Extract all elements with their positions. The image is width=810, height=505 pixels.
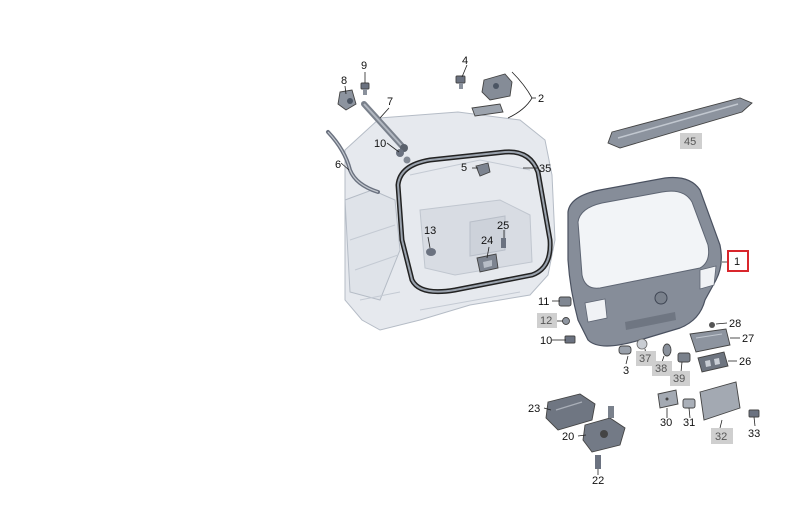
callout-12: 12 bbox=[540, 315, 552, 327]
bracket-part-8 bbox=[337, 89, 357, 111]
callout-8: 8 bbox=[341, 75, 347, 87]
clip-part-5 bbox=[475, 162, 491, 177]
bolt-part-33 bbox=[748, 409, 760, 418]
callout-11: 11 bbox=[538, 296, 549, 308]
callout-1-highlight-box bbox=[727, 250, 749, 272]
cable-part-6 bbox=[326, 130, 380, 194]
callout-39: 39 bbox=[673, 373, 685, 385]
switch-part-26 bbox=[697, 351, 729, 373]
callout-38: 38 bbox=[655, 363, 667, 375]
bulb-part-39 bbox=[677, 352, 691, 363]
callout-4: 4 bbox=[462, 55, 468, 67]
bolt-part-22 bbox=[595, 455, 601, 469]
hinge-part-2 bbox=[471, 73, 513, 117]
handle-part-27 bbox=[689, 328, 731, 353]
callout-28: 28 bbox=[729, 318, 741, 330]
callout-45-shade bbox=[680, 133, 702, 149]
callout-3: 3 bbox=[623, 365, 629, 377]
housing-part-23 bbox=[545, 393, 596, 431]
callout-26: 26 bbox=[739, 356, 751, 368]
cap-part-37 bbox=[636, 338, 648, 350]
callout-32-shade bbox=[711, 428, 733, 444]
callout-38-shade bbox=[652, 361, 672, 376]
callout-12-shade bbox=[537, 313, 557, 328]
callout-23: 23 bbox=[528, 403, 540, 415]
callout-10-upper: 10 bbox=[374, 138, 386, 150]
callout-35: 35 bbox=[539, 163, 551, 175]
callout-24: 24 bbox=[481, 235, 493, 247]
callout-39-shade bbox=[670, 371, 690, 386]
callout-45: 45 bbox=[684, 136, 696, 148]
bolt-part-9 bbox=[360, 82, 370, 95]
grommet-part-38 bbox=[662, 343, 672, 357]
screw-part-10-lower bbox=[564, 335, 576, 344]
callout-30: 30 bbox=[660, 417, 672, 429]
bolt-part-4 bbox=[455, 75, 466, 89]
callout-22: 22 bbox=[592, 475, 604, 487]
callout-9: 9 bbox=[361, 60, 367, 72]
callout-5: 5 bbox=[461, 162, 467, 174]
callout-31: 31 bbox=[683, 417, 695, 429]
callout-labels: 9 8 7 6 10 4 2 5 13 24 25 35 1 45 11 12 … bbox=[335, 55, 760, 487]
callout-32: 32 bbox=[715, 431, 727, 443]
callout-1: 1 bbox=[734, 256, 740, 268]
callout-6: 6 bbox=[335, 159, 341, 171]
screw-part-28 bbox=[709, 322, 715, 328]
car-body-illustration bbox=[344, 111, 556, 331]
cap-part-3 bbox=[618, 345, 632, 355]
latch-part-20 bbox=[582, 406, 626, 453]
callout-27: 27 bbox=[742, 333, 754, 345]
gas-strut-part-7 bbox=[361, 101, 408, 152]
stop-part-13 bbox=[426, 248, 436, 256]
callout-13: 13 bbox=[424, 225, 436, 237]
grommet-part-12 bbox=[562, 317, 570, 325]
spoiler-part-45 bbox=[607, 97, 753, 149]
plate-part-32 bbox=[699, 381, 741, 421]
callout-33: 33 bbox=[748, 428, 760, 440]
callout-20: 20 bbox=[562, 431, 574, 443]
bulb-part-31 bbox=[682, 398, 696, 409]
callout-10-lower: 10 bbox=[540, 335, 552, 347]
callout-2: 2 bbox=[538, 93, 544, 105]
tailgate-part-1 bbox=[567, 176, 722, 347]
bolt-part-25 bbox=[501, 238, 506, 248]
callout-37: 37 bbox=[639, 353, 651, 365]
callout-37-shade bbox=[636, 351, 656, 366]
striker-part-24 bbox=[476, 253, 499, 273]
callout-25: 25 bbox=[497, 220, 509, 232]
callout-7: 7 bbox=[387, 96, 393, 108]
buffer-part-11 bbox=[558, 296, 572, 307]
light-part-30 bbox=[657, 389, 679, 409]
